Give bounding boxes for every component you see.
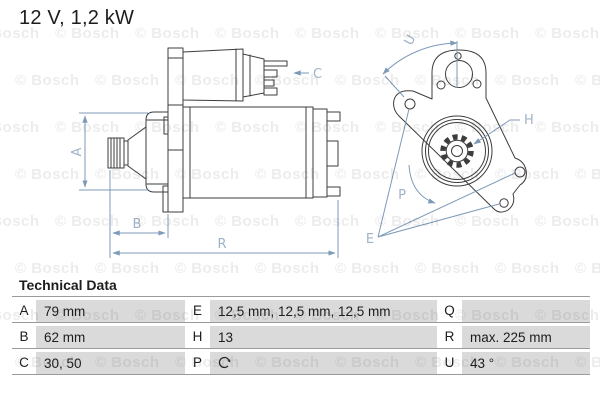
- param-label-c: C: [12, 352, 36, 374]
- dimension-b: B: [109, 170, 169, 258]
- technical-data-heading: Technical Data: [19, 277, 117, 293]
- flange-plate: [393, 49, 527, 213]
- technical-data-table: A 79 mm E 12,5 mm, 12,5 mm, 12,5 mm Q B …: [12, 296, 590, 375]
- dimension-label-r: R: [217, 237, 226, 252]
- param-label-a: A: [12, 300, 36, 322]
- table-row: C 30, 50 P U 43 °: [12, 349, 590, 375]
- page-title: 12 V, 1,2 kW: [19, 7, 135, 29]
- dimension-p: P: [398, 164, 436, 204]
- pinion-gear: [107, 137, 125, 169]
- gear-boss: [421, 115, 493, 187]
- dimension-label-u: U: [402, 33, 420, 48]
- dimension-label-a: A: [70, 147, 85, 156]
- dimension-label-p: P: [398, 188, 406, 203]
- param-label-u: U: [437, 352, 462, 374]
- dimension-label-c: C: [313, 67, 322, 82]
- param-value-e: 12,5 mm, 12,5 mm, 12,5 mm: [210, 300, 437, 322]
- mounting-bracket: [162, 47, 184, 213]
- param-value-q: [462, 300, 590, 322]
- dimension-label-h: H: [524, 113, 534, 128]
- param-label-e: E: [185, 300, 210, 322]
- starter-side-view: A B R C: [70, 47, 341, 258]
- param-value-h: 13: [210, 326, 437, 348]
- param-value-b: 62 mm: [36, 326, 185, 348]
- param-label-r: R: [437, 326, 462, 348]
- param-value-a: 79 mm: [36, 300, 185, 322]
- dimension-e: E: [366, 108, 516, 247]
- flange-holes: [404, 52, 526, 208]
- motor-body: [182, 106, 341, 199]
- mounting-flange-view: U H P E: [366, 33, 534, 247]
- gear-teeth: [440, 134, 474, 168]
- param-label-h: H: [185, 326, 210, 348]
- dimension-r: R: [112, 200, 339, 258]
- dimension-u: U: [382, 33, 458, 98]
- drive-end-housing: [123, 111, 169, 193]
- dimension-a: A: [70, 112, 148, 191]
- param-value-u: 43 °: [462, 352, 590, 374]
- param-label-q: Q: [437, 300, 462, 322]
- param-label-p: P: [185, 352, 210, 374]
- dimension-h: H: [473, 113, 534, 145]
- dimension-label-b: B: [133, 217, 142, 232]
- param-value-p: [210, 352, 437, 374]
- param-value-r: max. 225 mm: [462, 326, 590, 348]
- rotation-clockwise-icon: [218, 356, 231, 369]
- param-value-c: 30, 50: [36, 352, 185, 374]
- dimension-c: C: [293, 67, 322, 82]
- param-label-b: B: [12, 326, 36, 348]
- table-row: B 62 mm H 13 R max. 225 mm: [12, 323, 590, 349]
- table-row: A 79 mm E 12,5 mm, 12,5 mm, 12,5 mm Q: [12, 297, 590, 323]
- dimension-label-e: E: [366, 232, 374, 247]
- solenoid: [182, 48, 288, 102]
